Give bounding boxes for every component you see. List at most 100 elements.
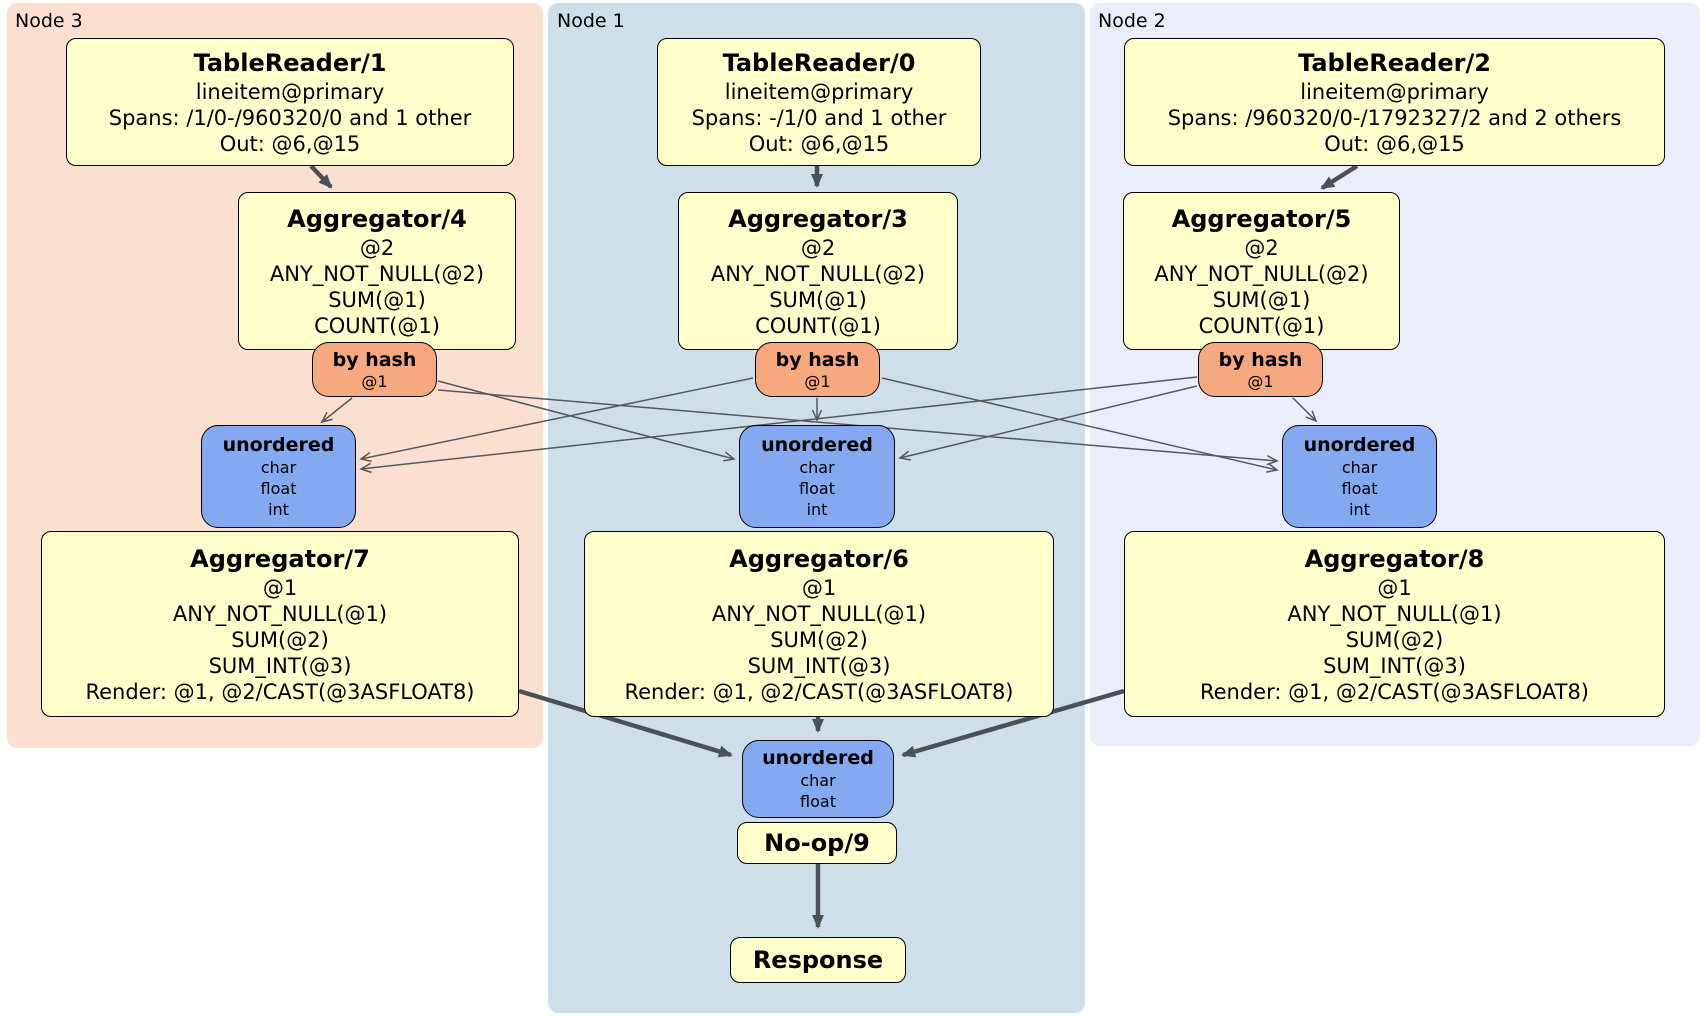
processor-detail: SUM(@2)	[770, 627, 868, 652]
router-title: by hash	[1218, 349, 1303, 371]
node1-label: Node 1	[557, 10, 625, 32]
processor-detail: Out: @6,@15	[219, 131, 361, 156]
sync-column-type: float	[799, 479, 835, 498]
router-detail: @1	[361, 372, 388, 391]
processor-detail: SUM_INT(@3)	[1323, 653, 1466, 678]
processor-detail: @2	[359, 235, 395, 260]
processor-aggregator-8: Aggregator/8 @1 ANY_NOT_NULL(@1) SUM(@2)…	[1124, 531, 1665, 717]
sync-column-type: int	[806, 500, 828, 519]
edge-byhash1-unord2	[881, 377, 1279, 473]
processor-title: Aggregator/5	[1171, 204, 1352, 233]
sync-column-type: char	[799, 458, 835, 477]
processor-detail: Spans: /1/0-/960320/0 and 1 other	[108, 105, 472, 130]
router-detail: @1	[804, 372, 831, 391]
edge-byhash1-unord3	[359, 377, 754, 463]
processor-detail: Spans: /960320/0-/1792327/2 and 2 others	[1167, 105, 1622, 130]
processor-detail: lineitem@primary	[195, 79, 385, 104]
processor-detail: SUM(@1)	[328, 287, 426, 312]
processor-detail: Render: @1, @2/CAST(@3ASFLOAT8)	[85, 679, 475, 704]
sync-column-type: float	[1341, 479, 1378, 498]
processor-aggregator-6: Aggregator/6 @1 ANY_NOT_NULL(@1) SUM(@2)…	[584, 531, 1054, 717]
processor-title: Aggregator/7	[190, 544, 370, 573]
edge-byhash2-unord2	[1292, 397, 1318, 423]
processor-detail: @1	[801, 575, 837, 600]
processor-detail: Out: @6,@15	[1324, 131, 1465, 156]
processor-title: TableReader/0	[722, 48, 916, 77]
processor-detail: Render: @1, @2/CAST(@3ASFLOAT8)	[624, 679, 1014, 704]
processor-title: Aggregator/4	[287, 204, 467, 233]
processor-detail: SUM(@2)	[231, 627, 329, 652]
processor-detail: lineitem@primary	[1300, 79, 1489, 104]
sync-title: unordered	[1303, 434, 1416, 456]
processor-title: Aggregator/3	[728, 204, 908, 233]
sync-unordered-final: unordered char float	[742, 740, 894, 818]
sync-column-type: float	[260, 479, 297, 498]
processor-detail: ANY_NOT_NULL(@1)	[711, 601, 927, 626]
node2-label: Node 2	[1098, 10, 1166, 32]
processor-aggregator-7: Aggregator/7 @1 ANY_NOT_NULL(@1) SUM(@2)…	[41, 531, 519, 717]
processor-detail: ANY_NOT_NULL(@1)	[1287, 601, 1502, 626]
edge-tr2-agg5	[1320, 164, 1359, 190]
sync-column-type: int	[1349, 500, 1370, 519]
router-title: by hash	[775, 349, 860, 371]
sync-title: unordered	[222, 434, 335, 456]
processor-aggregator-4: Aggregator/4 @2 ANY_NOT_NULL(@2) SUM(@1)…	[238, 192, 516, 350]
processor-title: TableReader/2	[1298, 48, 1491, 77]
processor-detail: SUM(@1)	[769, 287, 867, 312]
processor-aggregator-5: Aggregator/5 @2 ANY_NOT_NULL(@2) SUM(@1)…	[1123, 192, 1400, 350]
processor-aggregator-3: Aggregator/3 @2 ANY_NOT_NULL(@2) SUM(@1)…	[678, 192, 958, 350]
processor-detail: ANY_NOT_NULL(@1)	[172, 601, 388, 626]
edge-agg7-unordfinal	[518, 688, 733, 758]
sync-column-type: char	[260, 458, 297, 477]
processor-detail: ANY_NOT_NULL(@2)	[1154, 261, 1369, 286]
processor-detail: @1	[262, 575, 298, 600]
processor-title: Aggregator/6	[729, 544, 909, 573]
processor-tablereader-2: TableReader/2 lineitem@primary Spans: /9…	[1124, 38, 1665, 166]
sync-title: unordered	[762, 747, 874, 769]
processor-detail: Spans: -/1/0 and 1 other	[691, 105, 947, 130]
processor-detail: Out: @6,@15	[748, 131, 890, 156]
edge-byhash3-unord3	[320, 397, 353, 424]
sync-column-type: float	[800, 792, 836, 811]
processor-detail: COUNT(@1)	[755, 313, 881, 338]
processor-title: TableReader/1	[193, 48, 387, 77]
sync-column-type: char	[1341, 458, 1378, 477]
router-by-hash-node1: by hash @1	[755, 342, 880, 397]
edge-byhash3-unord1	[437, 380, 736, 462]
edge-byhash2-unord3	[359, 376, 1198, 474]
processor-detail: @2	[1244, 235, 1279, 260]
processor-detail: SUM(@1)	[1212, 287, 1311, 312]
processor-detail: SUM_INT(@3)	[747, 653, 891, 678]
node3-label: Node 3	[15, 10, 83, 32]
sync-column-type: char	[800, 771, 836, 790]
sync-unordered-node2: unordered char float int	[1282, 425, 1437, 528]
router-by-hash-node3: by hash @1	[312, 342, 437, 397]
router-by-hash-node2: by hash @1	[1198, 342, 1323, 397]
processor-detail: COUNT(@1)	[1198, 313, 1325, 338]
processor-tablereader-1: TableReader/1 lineitem@primary Spans: /1…	[66, 38, 514, 166]
processor-title: Aggregator/8	[1304, 544, 1485, 573]
processor-detail: Render: @1, @2/CAST(@3ASFLOAT8)	[1199, 679, 1590, 704]
processor-title: Response	[752, 946, 884, 974]
processor-noop-9: No-op/9	[737, 822, 897, 864]
processor-detail: lineitem@primary	[724, 79, 914, 104]
edge-agg8-unordfinal	[901, 688, 1125, 758]
router-detail: @1	[1247, 372, 1274, 391]
sync-column-type: int	[268, 500, 289, 519]
edge-byhash2-unord1	[898, 385, 1198, 461]
processor-detail: ANY_NOT_NULL(@2)	[710, 261, 926, 286]
processor-detail: SUM(@2)	[1345, 627, 1444, 652]
processor-title: No-op/9	[764, 829, 870, 857]
processor-detail: @2	[800, 235, 836, 260]
response-node: Response	[730, 937, 906, 983]
sync-unordered-node1: unordered char float int	[739, 425, 895, 528]
processor-detail: @1	[1377, 575, 1412, 600]
processor-detail: ANY_NOT_NULL(@2)	[269, 261, 485, 286]
edge-tr1-agg4	[309, 164, 333, 189]
sync-unordered-node3: unordered char float int	[201, 425, 356, 528]
processor-detail: SUM_INT(@3)	[208, 653, 352, 678]
processor-detail: COUNT(@1)	[314, 313, 440, 338]
sync-title: unordered	[761, 434, 873, 456]
